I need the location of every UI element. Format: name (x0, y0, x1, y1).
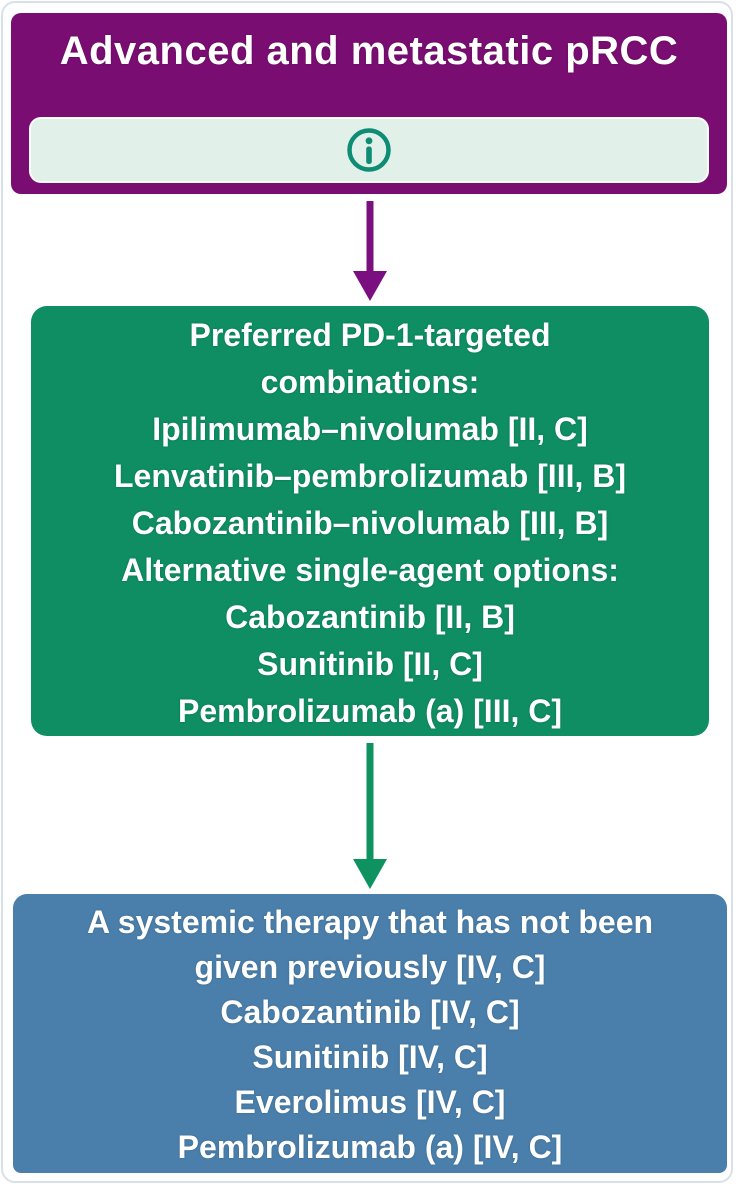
treatment-line: Preferred PD-1-targeted (189, 317, 551, 353)
therapy-line: given previously [IV, C] (194, 949, 546, 985)
treatment-line: Cabozantinib–nivolumab [III, B] (131, 505, 609, 541)
info-button[interactable] (29, 117, 709, 183)
treatment-line: Sunitinib [II, C] (257, 646, 483, 682)
title-box: Advanced and metastatic pRCC (11, 13, 727, 194)
page-title: Advanced and metastatic pRCC (59, 29, 679, 73)
therapy-line: Everolimus [IV, C] (234, 1084, 506, 1120)
info-icon (347, 128, 391, 172)
treatment-line: Cabozantinib [II, B] (225, 599, 515, 635)
subsequent-therapy-box: A systemic therapy that has not been giv… (13, 894, 727, 1173)
treatment-line: combinations: (260, 364, 480, 400)
treatment-line: Pembrolizumab (a) [III, C] (177, 693, 563, 729)
flow-arrow-green-icon (353, 743, 387, 889)
therapy-line: Cabozantinib [IV, C] (220, 994, 520, 1030)
treatment-line: Alternative single-agent options: (121, 552, 619, 588)
treatment-line: Ipilimumab–nivolumab [II, C] (152, 411, 588, 447)
therapy-line: A systemic therapy that has not been (86, 904, 654, 940)
therapy-line: Pembrolizumab (a) [IV, C] (177, 1129, 563, 1165)
therapy-line: Sunitinib [IV, C] (252, 1039, 488, 1075)
preferred-treatment-box: Preferred PD-1-targeted combinations: Ip… (31, 306, 709, 736)
treatment-line: Lenvatinib–pembrolizumab [III, B] (113, 458, 627, 494)
flow-arrow-purple-icon (353, 201, 387, 301)
